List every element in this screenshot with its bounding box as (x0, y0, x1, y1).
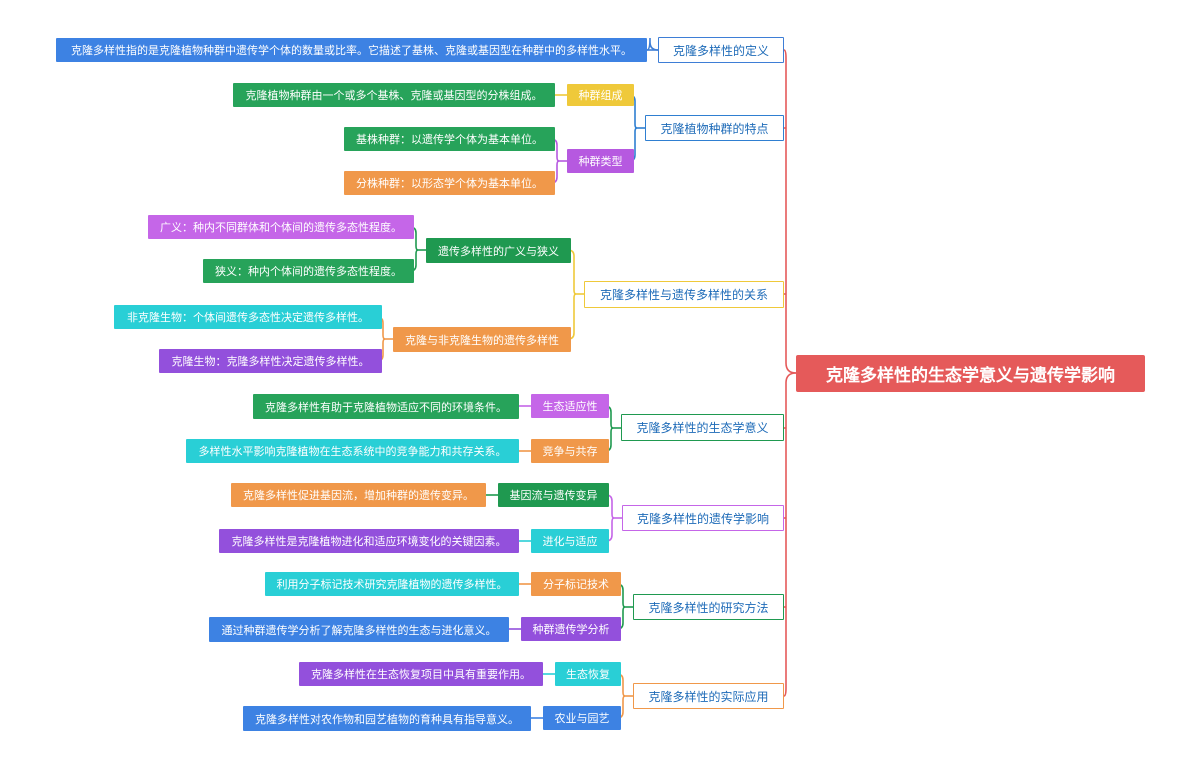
sub-ecological-restoration[interactable]: 生态恢复 (555, 662, 621, 686)
branch-definition[interactable]: 克隆多样性的定义 (658, 37, 784, 63)
sub-agriculture-horticulture[interactable]: 农业与园艺 (543, 706, 621, 730)
branch-ecological-significance[interactable]: 克隆多样性的生态学意义 (621, 414, 784, 441)
leaf-restoration-text[interactable]: 克隆多样性在生态恢复项目中具有重要作用。 (299, 662, 543, 686)
leaf-evolution-text[interactable]: 克隆多样性是克隆植物进化和适应环境变化的关键因素。 (219, 529, 519, 553)
leaf-definition-text[interactable]: 克隆多样性指的是克隆植物种群中遗传学个体的数量或比率。它描述了基株、克隆或基因型… (56, 38, 647, 62)
branch-genetic-impact[interactable]: 克隆多样性的遗传学影响 (622, 505, 784, 531)
root-link-up (783, 49, 797, 374)
sub-ecological-adaptability[interactable]: 生态适应性 (531, 394, 609, 418)
branch-population-features[interactable]: 克隆植物种群的特点 (645, 115, 784, 141)
sub-competition-coexistence[interactable]: 竞争与共存 (531, 439, 609, 463)
sub-evolution-adaptation[interactable]: 进化与适应 (531, 529, 609, 553)
leaf-genet-population[interactable]: 基株种群：以遗传学个体为基本单位。 (344, 127, 555, 151)
leaf-clonal[interactable]: 克隆生物：克隆多样性决定遗传多样性。 (159, 349, 382, 373)
root-topic[interactable]: 克隆多样性的生态学意义与遗传学影响 (796, 355, 1145, 392)
leaf-molecular-text[interactable]: 利用分子标记技术研究克隆植物的遗传多样性。 (265, 572, 519, 596)
sub-population-type[interactable]: 种群类型 (567, 149, 634, 173)
sub-molecular-markers[interactable]: 分子标记技术 (531, 572, 621, 596)
sub-population-genetics[interactable]: 种群遗传学分析 (521, 617, 621, 641)
sub-gene-flow[interactable]: 基因流与遗传变异 (498, 483, 609, 507)
branch-applications[interactable]: 克隆多样性的实际应用 (633, 683, 784, 709)
sub-clonal-vs-nonclonal[interactable]: 克隆与非克隆生物的遗传多样性 (393, 327, 571, 352)
branch-relationship[interactable]: 克隆多样性与遗传多样性的关系 (584, 281, 784, 308)
leaf-population-genetics-text[interactable]: 通过种群遗传学分析了解克隆多样性的生态与进化意义。 (209, 617, 509, 642)
leaf-ramet-population[interactable]: 分株种群：以形态学个体为基本单位。 (344, 171, 555, 195)
leaf-composition-text[interactable]: 克隆植物种群由一个或多个基株、克隆或基因型的分株组成。 (233, 83, 555, 107)
b0-link (646, 37, 659, 51)
branch-research-methods[interactable]: 克隆多样性的研究方法 (633, 594, 784, 620)
leaf-gene-flow-text[interactable]: 克隆多样性促进基因流，增加种群的遗传变异。 (231, 483, 486, 507)
sub-population-composition[interactable]: 种群组成 (567, 84, 634, 106)
leaf-competition-text[interactable]: 多样性水平影响克隆植物在生态系统中的竞争能力和共存关系。 (186, 439, 519, 463)
leaf-broad-sense[interactable]: 广义：种内不同群体和个体间的遗传多态性程度。 (148, 215, 414, 239)
root-link-down (783, 372, 797, 697)
leaf-narrow-sense[interactable]: 狭义：种内个体间的遗传多态性程度。 (203, 259, 414, 283)
leaf-nonclonal[interactable]: 非克隆生物：个体间遗传多态性决定遗传多样性。 (114, 305, 382, 329)
leaf-agriculture-text[interactable]: 克隆多样性对农作物和园艺植物的育种具有指导意义。 (243, 706, 531, 731)
leaf-adaptability-text[interactable]: 克隆多样性有助于克隆植物适应不同的环境条件。 (253, 394, 519, 419)
sub-broad-narrow[interactable]: 遗传多样性的广义与狭义 (426, 238, 571, 263)
